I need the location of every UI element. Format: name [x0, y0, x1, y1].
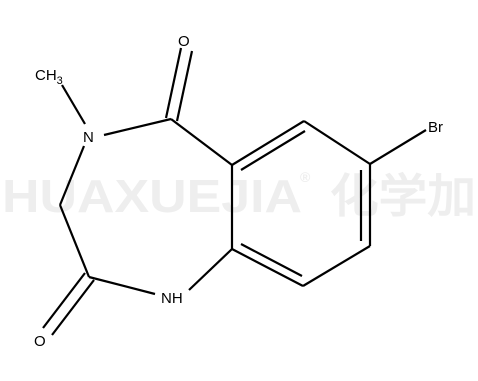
- atom-n1-nh: NH: [161, 290, 183, 307]
- bond-c2-o-b: [51, 279, 95, 336]
- bond-c6-c7: [303, 120, 371, 165]
- watermark: HUAXUEJIA ® 化学加: [2, 169, 476, 222]
- methyl-ch-text: CH: [35, 67, 57, 84]
- bond-c7-br: [369, 129, 427, 165]
- watermark-registered-mark: ®: [300, 169, 311, 185]
- atom-n4-nitrogen: N: [83, 129, 94, 146]
- bond-c5-o-a: [164, 47, 183, 119]
- watermark-text: HUAXUEJIA: [2, 170, 302, 222]
- watermark-chinese: 化学加: [330, 170, 476, 222]
- bond-n1-c9a: [188, 248, 233, 291]
- bonds: [42, 47, 427, 336]
- bond-c5-c5a: [170, 118, 233, 166]
- bond-c3-c2: [58, 204, 91, 278]
- bond-aromatic-inner-1: [240, 130, 306, 171]
- bond-c8-c9: [302, 245, 371, 287]
- bond-n4-methyl: [61, 84, 86, 125]
- atom-labels: O CH3 N Br NH O: [34, 33, 443, 350]
- bond-c5-n4: [103, 117, 172, 137]
- bond-c2-n1: [88, 275, 156, 296]
- atom-bromine: Br: [428, 119, 443, 136]
- atom-methyl-carbon: CH3: [35, 67, 63, 87]
- bond-c9-c9a: [231, 248, 304, 287]
- bond-c2-o-a: [42, 272, 86, 329]
- bond-c5-o-b: [175, 50, 194, 122]
- atom-carbonyl-oxygen-bottom: O: [34, 333, 46, 350]
- bond-c5a-c6: [231, 120, 305, 166]
- bond-n4-c3: [58, 145, 86, 206]
- atom-carbonyl-oxygen-top: O: [178, 33, 190, 50]
- methyl-subscript: 3: [57, 75, 63, 87]
- bond-aromatic-inner-3: [240, 243, 303, 277]
